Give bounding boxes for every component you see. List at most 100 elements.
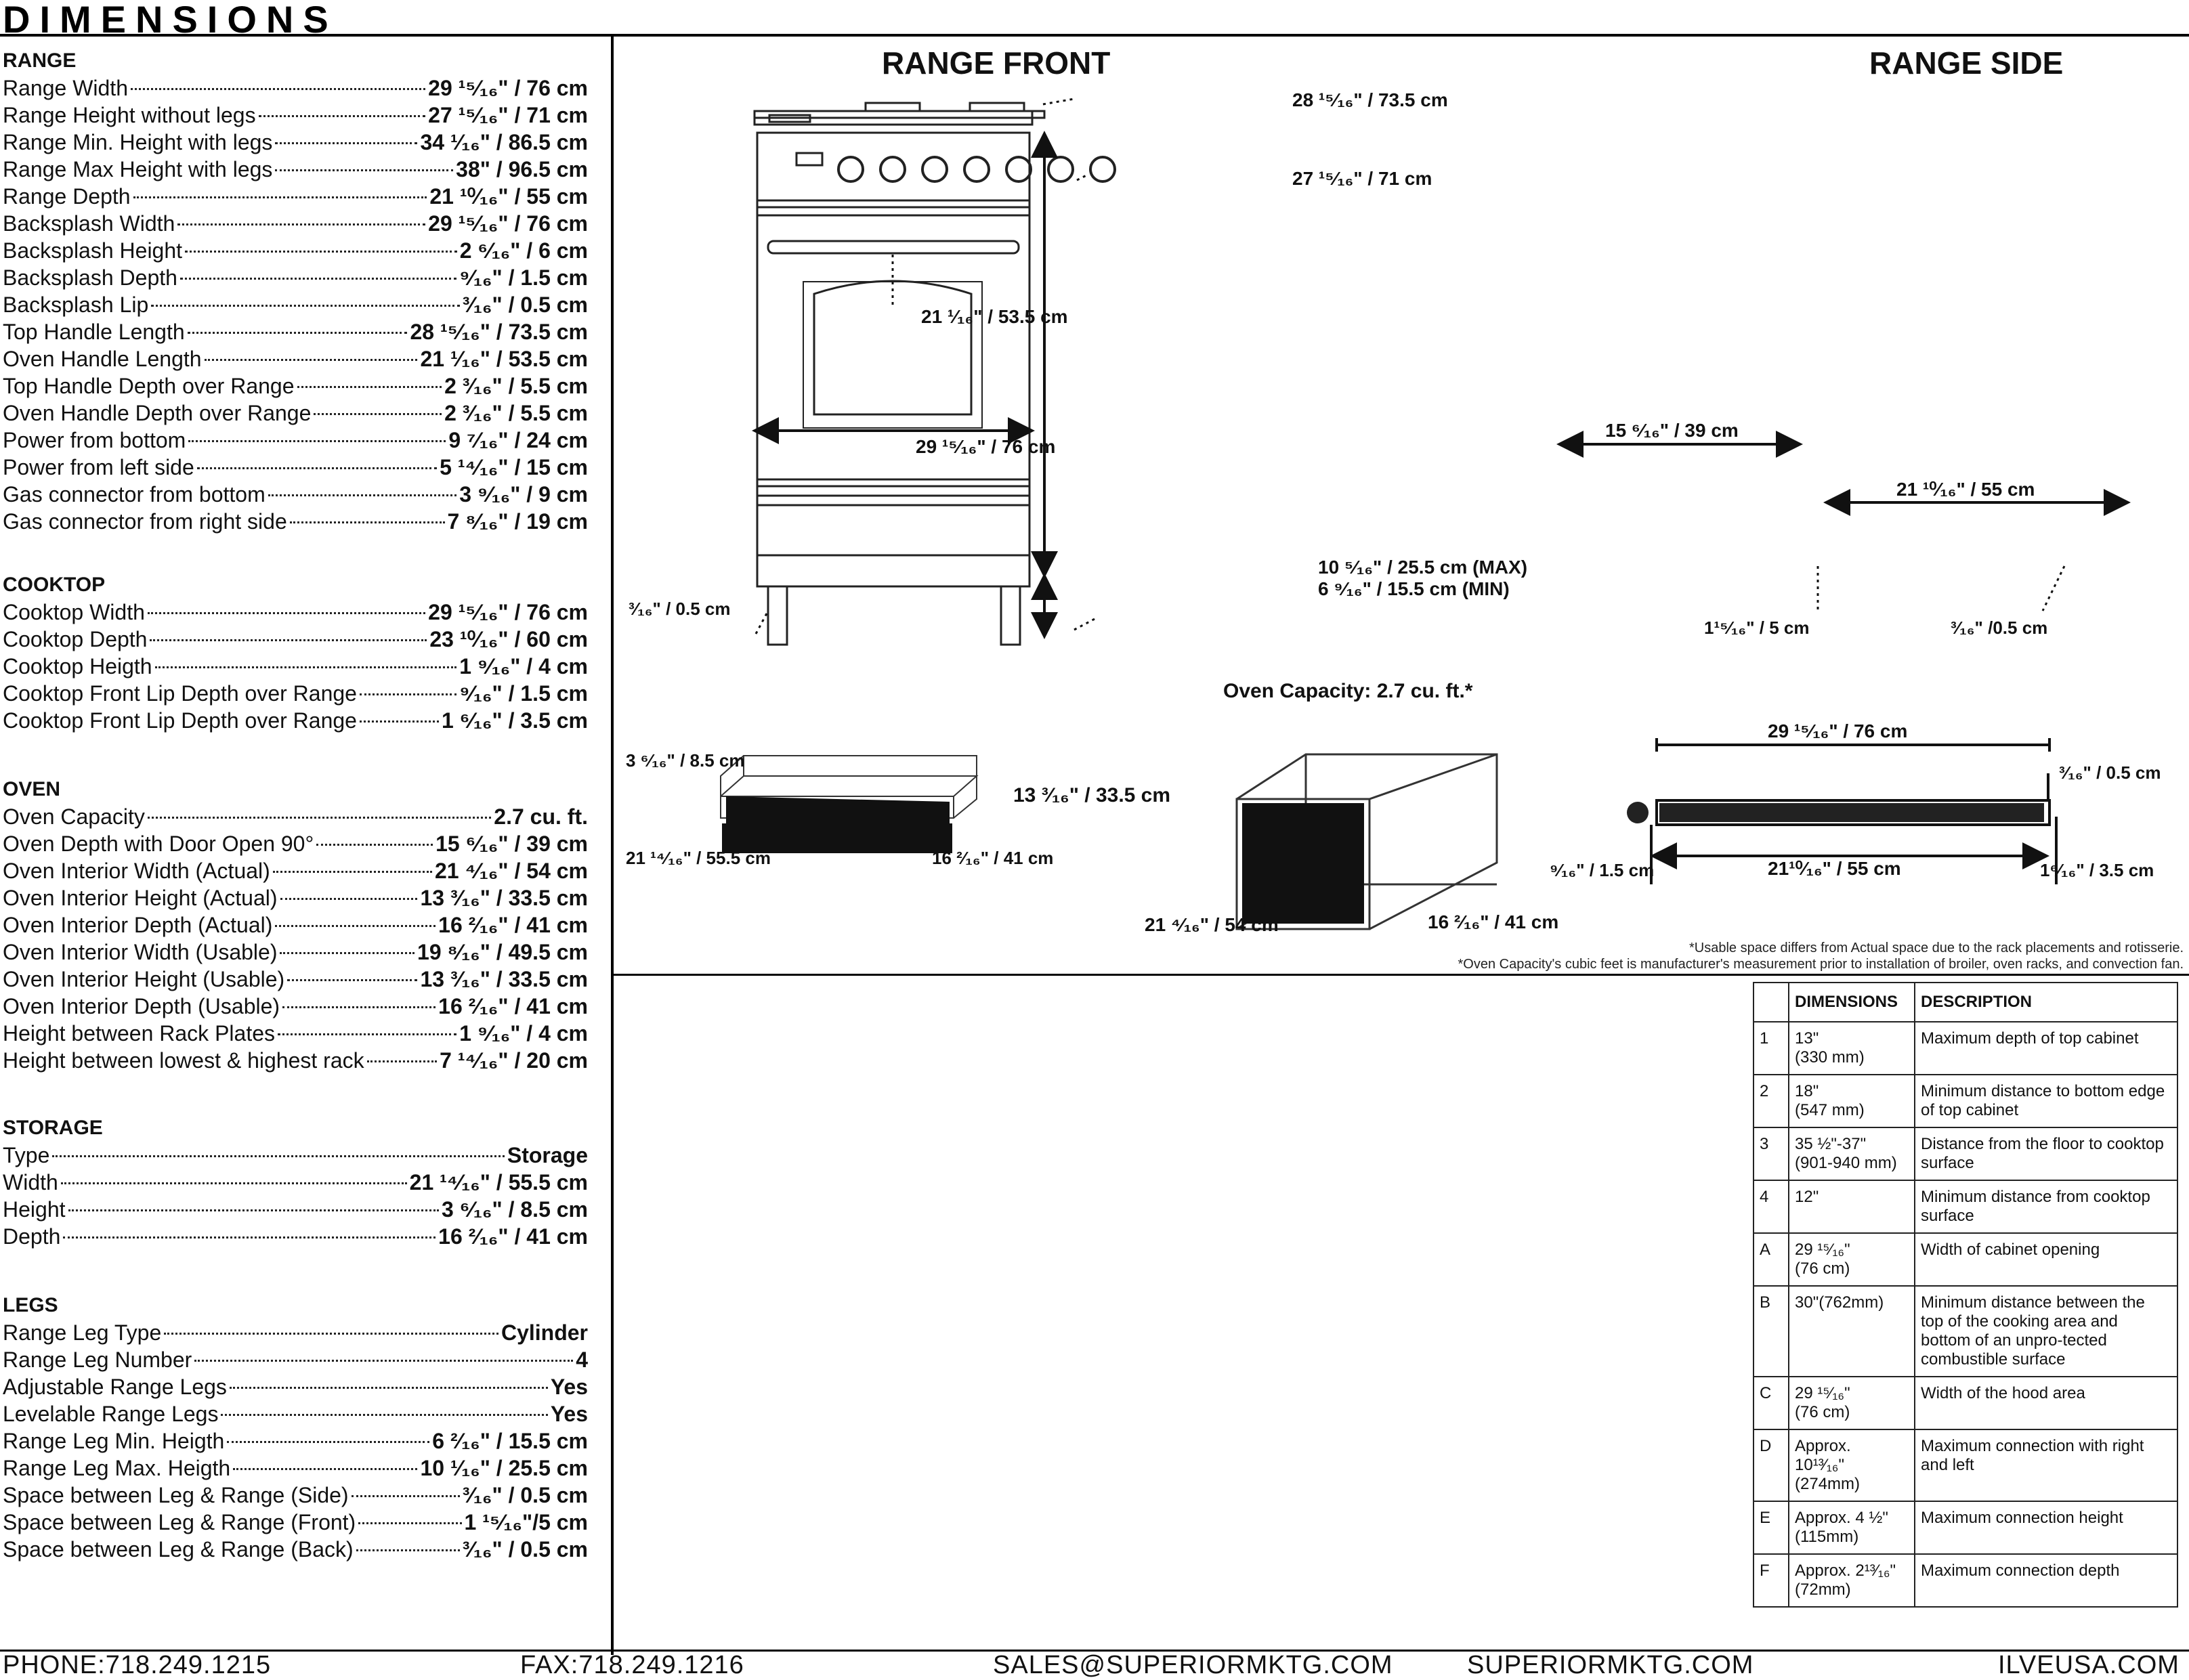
dim-leg-max: 10 ⁵⁄₁₆" / 25.5 cm (MAX) — [1318, 557, 1528, 578]
table-cell-dim: 30"(762mm) — [1788, 1285, 1915, 1377]
spec-value: 23 ¹⁰⁄₁₆" / 60 cm — [429, 627, 588, 651]
leader-dots — [233, 1468, 418, 1470]
dim-back-gap: ³⁄₁₆" /0.5 cm — [1951, 618, 2048, 638]
spec-value: 15 ⁶⁄₁₆" / 39 cm — [435, 832, 588, 856]
spec-label: Cooktop Depth — [3, 627, 148, 651]
control-knobs — [837, 156, 1116, 183]
spec-value: 19 ⁸⁄₁₆" / 49.5 cm — [417, 940, 588, 964]
spec-label: Space between Leg & Range (Side) — [3, 1483, 349, 1507]
spec-value: 1 ⁹⁄₁₆" / 4 cm — [459, 1021, 588, 1046]
table-header-description: DESCRIPTION — [1914, 982, 2178, 1022]
table-cell-desc: Minimum distance from cooktop surface — [1914, 1180, 2178, 1234]
range-side-title: RANGE SIDE — [1869, 45, 2064, 81]
table-cell-dim: 12" — [1788, 1180, 1915, 1234]
spec-value: 2.7 cu. ft. — [494, 804, 588, 829]
leader-dots — [60, 1182, 407, 1184]
spec-value: 7 ¹⁴⁄₁₆" / 20 cm — [440, 1048, 588, 1073]
leader-dots — [227, 1441, 430, 1443]
table-cell-desc: Maximum connection height — [1914, 1501, 2178, 1555]
dim-cooktop-lip: ⁹⁄₁₆" / 1.5 cm — [1550, 860, 1655, 880]
spec-label: Oven Interior Depth (Actual) — [3, 913, 273, 937]
spec-label: Space between Leg & Range (Back) — [3, 1537, 354, 1561]
leader-dots — [287, 979, 418, 981]
leader-dots — [185, 251, 457, 253]
spec-label: Depth — [3, 1224, 61, 1249]
title-divider — [0, 34, 2189, 37]
section-title-oven: OVEN — [3, 778, 61, 800]
footer-brand-website[interactable]: ILVEUSA.COM — [1998, 1651, 2180, 1679]
table-cell-key: 4 — [1753, 1180, 1789, 1234]
table-cell-key: B — [1753, 1285, 1789, 1377]
spec-row: Oven Interior Depth (Usable)16 ²⁄₁₆" / 4… — [3, 993, 588, 1020]
spec-value: 34 ¹⁄₁₆" / 86.5 cm — [420, 130, 588, 154]
spec-row: Oven Depth with Door Open 90°15 ⁶⁄₁₆" / … — [3, 830, 588, 857]
dim-cooktop-depth: 21¹⁰⁄₁₆" / 55 cm — [1768, 858, 1901, 879]
spec-label: Range Depth — [3, 184, 131, 209]
spec-label: Gas connector from bottom — [3, 482, 265, 507]
spec-label: Oven Interior Width (Actual) — [3, 859, 270, 883]
table-cell-dim: 18" (547 mm) — [1788, 1074, 1915, 1128]
footer-website[interactable]: SUPERIORMKTG.COM — [1467, 1651, 1754, 1679]
spec-label: Top Handle Length — [3, 320, 185, 344]
front-leg-left — [767, 585, 788, 646]
spec-value: Yes — [550, 1402, 588, 1426]
table-cell-key: 1 — [1753, 1021, 1789, 1075]
front-leg-right — [1000, 585, 1021, 646]
table-header-dimensions: DIMENSIONS — [1788, 982, 1915, 1022]
spec-value: 16 ²⁄₁₆" / 41 cm — [438, 994, 588, 1018]
leader-dots — [133, 196, 427, 198]
spec-value: 2 ⁶⁄₁₆" / 6 cm — [459, 238, 588, 263]
dim-storage-height: 3 ⁶⁄₁₆" / 8.5 cm — [626, 750, 745, 771]
dim-side-depth: 21 ¹⁰⁄₁₆" / 55 cm — [1896, 479, 2035, 500]
spec-value: 1 ¹⁵⁄₁₆"/5 cm — [464, 1510, 588, 1534]
leader-dots — [356, 1549, 460, 1551]
spec-value: 1 ⁶⁄₁₆" / 3.5 cm — [442, 708, 588, 733]
spec-label: Cooktop Front Lip Depth over Range — [3, 708, 357, 733]
spec-row: Oven Interior Width (Actual)21 ⁴⁄₁₆" / 5… — [3, 857, 588, 884]
dim-oven-depth: 16 ²⁄₁₆" / 41 cm — [1428, 911, 1559, 932]
table-cell-desc: Maximum depth of top cabinet — [1914, 1021, 2178, 1075]
dim-range-width: 29 ¹⁵⁄₁₆" / 76 cm — [916, 436, 1056, 457]
range-front-body — [756, 131, 1031, 588]
leader-dots — [282, 1006, 436, 1008]
spec-value: 3 ⁹⁄₁₆" / 9 cm — [459, 482, 588, 507]
leader-dots — [275, 169, 454, 171]
table-cell-key: C — [1753, 1376, 1789, 1430]
spec-value: 38" / 96.5 cm — [456, 157, 588, 181]
dim-storage-depth: 16 ²⁄₁₆" / 41 cm — [932, 848, 1054, 868]
range-drawings — [720, 98, 2131, 930]
leader-dots — [229, 1387, 548, 1389]
spec-row: Oven Interior Depth (Actual)16 ²⁄₁₆" / 4… — [3, 911, 588, 939]
spec-row: Space between Leg & Range (Front)1 ¹⁵⁄₁₆… — [3, 1509, 588, 1536]
leader-dots — [275, 142, 418, 144]
dim-leg-min: 6 ⁹⁄₁₆" / 15.5 cm (MIN) — [1318, 578, 1510, 599]
spec-value: Yes — [550, 1375, 588, 1399]
leader-dots — [278, 1033, 457, 1035]
spec-label: Oven Handle Length — [3, 347, 202, 371]
spec-row: Oven Interior Height (Actual)13 ³⁄₁₆" / … — [3, 884, 588, 911]
table-cell-dim: Approx. 4 ½" (115mm) — [1788, 1501, 1915, 1555]
spec-value: 2 ³⁄₁₆" / 5.5 cm — [444, 401, 588, 425]
dim-door-open: 15 ⁶⁄₁₆" / 39 cm — [1605, 420, 1739, 441]
leader-dots — [204, 359, 418, 361]
leader-dots — [258, 115, 426, 117]
table-cell-dim: 35 ½"-37" (901-940 mm) — [1788, 1127, 1915, 1181]
spec-label: Gas connector from right side — [3, 509, 287, 534]
footer: PHONE:718.249.1215 FAX:718.249.1216 SALE… — [0, 1651, 2189, 1679]
spec-row: Space between Leg & Range (Back)³⁄₁₆" / … — [3, 1536, 588, 1563]
footer-email[interactable]: SALES@SUPERIORMKTG.COM — [993, 1651, 1393, 1679]
